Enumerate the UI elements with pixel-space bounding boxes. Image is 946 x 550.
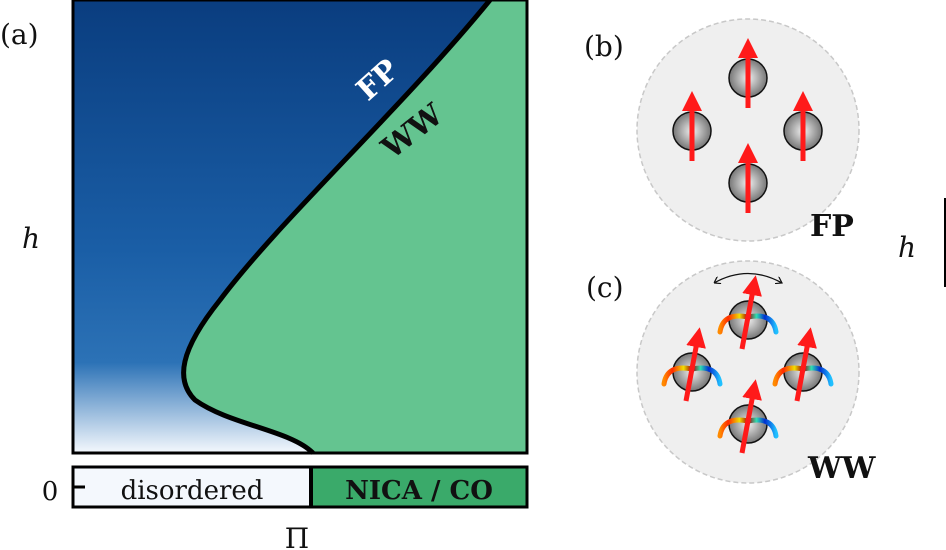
spin-arrow-icon <box>739 379 762 454</box>
ww-spins <box>661 275 834 454</box>
fp-spins <box>672 38 823 213</box>
fp-cluster-circle <box>636 18 860 242</box>
oscillation-arrow-icon <box>714 272 782 284</box>
panel-a-label: (a) <box>0 18 39 51</box>
nica-co-label: NICA / CO <box>345 476 493 506</box>
disordered-label: disordered <box>121 476 264 506</box>
spin-arrow-icon <box>794 327 817 402</box>
disordered-bar <box>73 467 313 507</box>
spin-arrow-icon <box>739 275 762 350</box>
side-h-label: h <box>898 231 916 264</box>
panel-b-label: (b) <box>584 30 624 63</box>
fp-state-label: FP <box>810 209 854 244</box>
nica-co-bar <box>313 467 527 507</box>
panel-c-label: (c) <box>586 271 624 304</box>
ww-state-label: WW <box>807 451 877 486</box>
ww-region <box>183 0 527 453</box>
y-tick-zero: 0 <box>42 477 59 507</box>
ww-cluster-circle <box>636 260 860 484</box>
plot-frame <box>71 0 529 455</box>
x-axis-label: Π <box>285 522 309 550</box>
y-axis-label: h <box>22 222 40 255</box>
spin-arrow-icon <box>683 327 706 402</box>
phase-boundary <box>181 0 492 455</box>
